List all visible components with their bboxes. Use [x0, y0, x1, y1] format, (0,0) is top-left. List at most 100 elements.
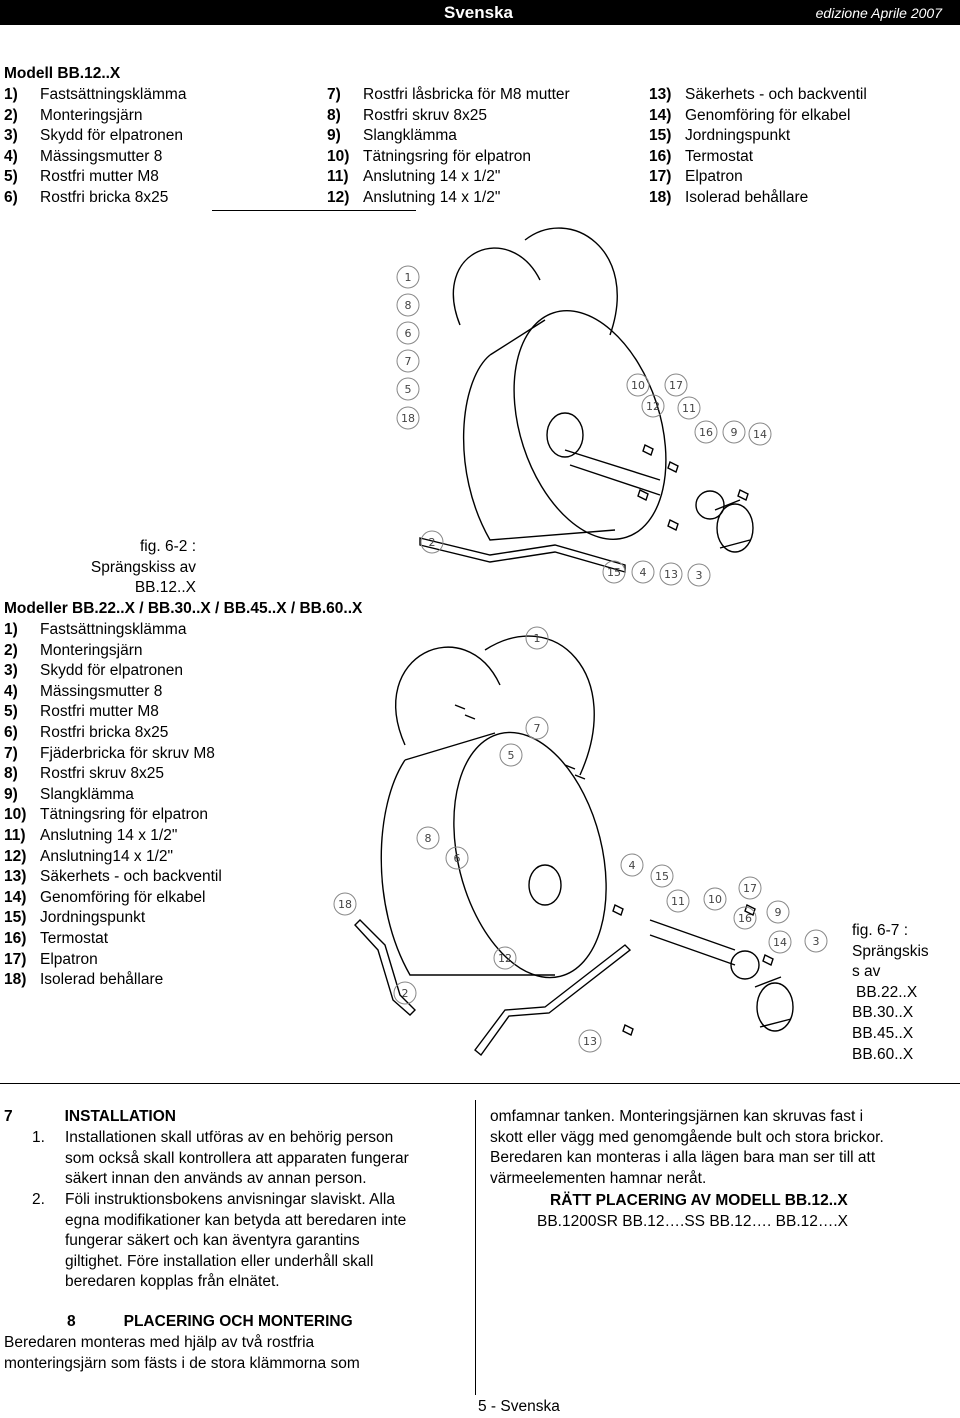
- installation-item-2-number: 2.: [32, 1191, 45, 1208]
- callout-label: 7: [534, 722, 541, 735]
- callout-label: 11: [671, 895, 685, 908]
- callout-label: 2: [402, 987, 409, 1000]
- right-column-paragraph: omfamnar tanken. Monteringsjärnen kan sk…: [490, 1108, 884, 1187]
- callout-label: 6: [454, 852, 461, 865]
- figure-caption-6-7: fig. 6-7 : Sprängskis s av BB.22..X BB.3…: [852, 922, 929, 1063]
- list-item: 13)Säkerhets - och backventil: [649, 86, 867, 103]
- list-item: 15)Jordningspunkt: [649, 127, 791, 145]
- tank-body-shape: [489, 319, 546, 356]
- cap-shape: [756, 982, 794, 1032]
- list-item: 7)Fjäderbricka för skruv M8: [4, 744, 215, 762]
- installation-item-2: Föli instruktionsbokens anvisningar slav…: [65, 1191, 407, 1291]
- divider-line: [212, 210, 416, 211]
- callout-label: 6: [405, 327, 412, 340]
- list-item: 6)Rostfri bricka 8x25: [4, 188, 169, 206]
- list-item: 7)Rostfri låsbricka för M8 mutter: [327, 86, 570, 103]
- element-rod-shape: [569, 464, 661, 496]
- callout-label: 3: [813, 935, 820, 948]
- hose-clamp-shape: [695, 490, 725, 520]
- section1-list-col2: 7)Rostfri låsbricka för M8 mutter 8)Rost…: [327, 85, 570, 209]
- callout-label: 9: [775, 906, 782, 919]
- list-item: 18)Isolerad behållare: [649, 188, 809, 206]
- section2-list: 1)Fastsättningsklämma 2)Monteringsjärn 3…: [4, 620, 222, 991]
- callout-label: 5: [405, 383, 412, 396]
- tank-body-shape: [380, 759, 555, 976]
- list-item: 2)Monteringsjärn: [4, 106, 143, 124]
- section1-title: Modell BB.12..X: [4, 65, 121, 82]
- list-item: 1)Fastsättningsklämma: [4, 621, 187, 638]
- callout-label: 13: [583, 1035, 597, 1048]
- list-item: 1)Fastsättningsklämma: [4, 86, 187, 103]
- list-item: 15)Jordningspunkt: [4, 909, 146, 927]
- list-item: 5)Rostfri mutter M8: [4, 168, 159, 186]
- bracket-shape: [419, 537, 626, 573]
- bracket-shape: [354, 919, 416, 1016]
- callout-label: 18: [338, 898, 352, 911]
- tank-body-shape: [404, 732, 496, 761]
- header-edition: edizione Aprile 2007: [815, 5, 942, 21]
- callout-label: 17: [743, 882, 757, 895]
- callout-label: 3: [696, 569, 703, 582]
- callout-label: 14: [773, 936, 787, 949]
- list-item: 4)Mässingsmutter 8: [4, 147, 163, 165]
- clamp-shape: [452, 247, 541, 326]
- callout-label: 1: [405, 271, 412, 284]
- callout-label: 16: [738, 912, 752, 925]
- bracket-shape: [474, 944, 632, 1057]
- cap-shape: [754, 976, 792, 1028]
- callout-label: 9: [731, 426, 738, 439]
- clamp-shape: [524, 227, 618, 336]
- list-item: 4)Mässingsmutter 8: [4, 682, 163, 700]
- list-item: 18)Isolerad behållare: [4, 971, 164, 989]
- clamp-shape: [395, 646, 501, 746]
- callout-label: 5: [508, 749, 515, 762]
- callout-label: 15: [655, 870, 669, 883]
- tank-body-shape: [462, 354, 616, 541]
- callout-label: 12: [646, 400, 660, 413]
- list-item: 16)Termostat: [649, 147, 754, 165]
- hose-clamp-shape: [730, 950, 760, 980]
- list-item: 10)Tätningsring för elpatron: [4, 806, 209, 824]
- fitting-shape: [612, 904, 774, 1036]
- element-rod-shape: [564, 449, 661, 481]
- installation-item-1-number: 1.: [32, 1129, 45, 1146]
- list-item: 2)Monteringsjärn: [4, 641, 143, 659]
- callout-label: 10: [631, 379, 645, 392]
- header-language: Svenska: [444, 3, 513, 22]
- exploded-diagram-bb22-60: 1 7 5 8 6 18 2 12 13 4 15 11 10 17 16 9 …: [333, 626, 828, 1057]
- cap-shape: [714, 499, 751, 549]
- list-item: 14)Genomföring för elkabel: [4, 888, 206, 906]
- callout-label: 10: [708, 893, 722, 906]
- callout-label: 4: [640, 566, 647, 579]
- callout-label: 12: [498, 952, 512, 965]
- tank-port-shape: [546, 412, 584, 458]
- list-item: 3)Skydd för elpatronen: [4, 127, 184, 145]
- list-item: 9)Slangklämma: [4, 785, 134, 803]
- list-item: 17)Elpatron: [649, 168, 743, 186]
- exploded-diagram-bb12: 1 8 6 7 5 18 10 17 12 11 16 9 14 2 15 4 …: [396, 227, 772, 587]
- bolt-shape: [454, 704, 586, 780]
- tank-end-shape: [453, 731, 607, 979]
- list-item: 13)Säkerhets - och backventil: [4, 868, 222, 886]
- list-item: 16)Termostat: [4, 929, 109, 947]
- cap-shape: [716, 503, 754, 553]
- list-item: 10)Tätningsring för elpatron: [327, 147, 532, 165]
- callout-label: 17: [669, 379, 683, 392]
- tank-end-shape: [513, 310, 667, 540]
- callout-label: 7: [405, 355, 412, 368]
- list-item: 14)Genomföring för elkabel: [649, 106, 851, 124]
- tank-port-shape: [528, 864, 562, 906]
- placering-paragraph: Beredaren monteras med hjälp av två rost…: [4, 1334, 360, 1372]
- list-item: 3)Skydd för elpatronen: [4, 662, 184, 680]
- page-divider: [0, 1083, 960, 1084]
- list-item: 8)Rostfri skruv 8x25: [4, 765, 165, 783]
- list-item: 11)Anslutning 14 x 1/2": [327, 168, 501, 186]
- list-item: 11)Anslutning 14 x 1/2": [4, 826, 178, 844]
- callout-label: 8: [425, 832, 432, 845]
- callout-label: 11: [682, 402, 696, 415]
- element-rod-shape: [649, 919, 736, 966]
- section2-title: Modeller BB.22..X / BB.30..X / BB.45..X …: [4, 600, 363, 617]
- callout-label: 14: [753, 428, 767, 441]
- placement-models: BB.1200SR BB.12….SS BB.12…. BB.12….X: [537, 1213, 849, 1230]
